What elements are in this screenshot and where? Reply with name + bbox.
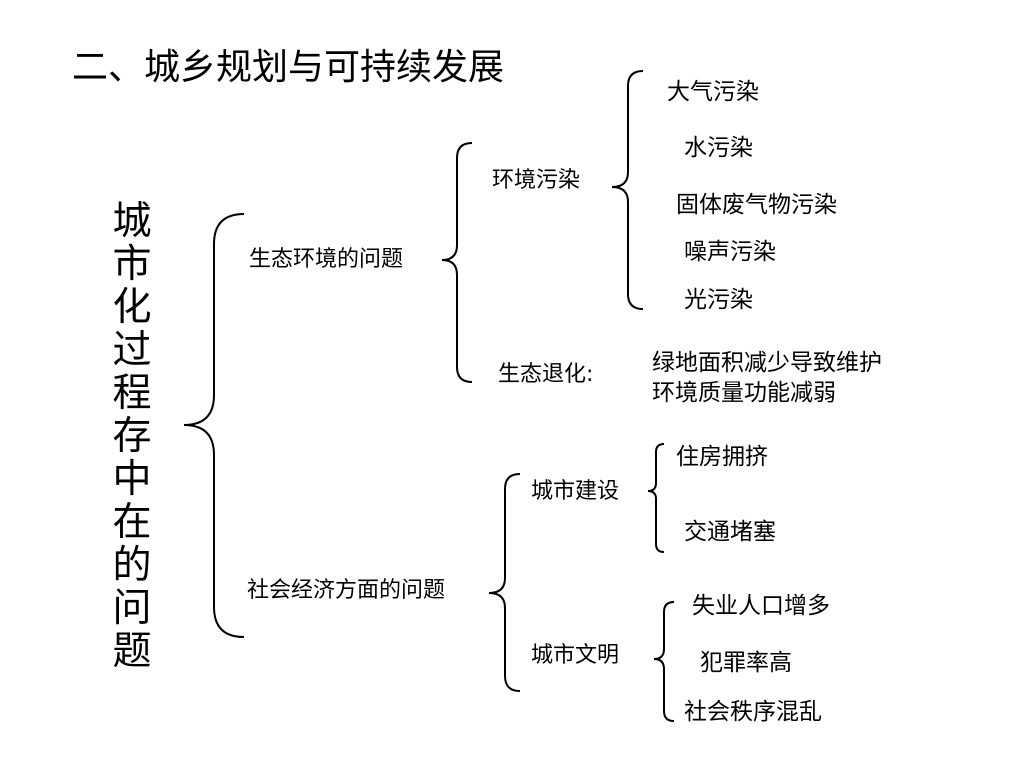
eco-problem-label: 生态环境的问题 [249, 247, 404, 272]
civilization-item: 犯罪率高 [700, 650, 792, 676]
pollution-item: 光污染 [684, 287, 753, 313]
pollution-label: 环境污染 [492, 168, 581, 193]
brace-social [488, 473, 521, 692]
pollution-item: 大气污染 [667, 79, 759, 105]
brace-eco [441, 142, 473, 383]
brace-pollution [611, 70, 644, 310]
brace-root [183, 213, 245, 638]
construction-item: 住房拥挤 [676, 444, 768, 470]
brace-civilization [653, 601, 675, 722]
construction-item: 交通堵塞 [684, 519, 776, 545]
degradation-line: 绿地面积减少导致维护 [652, 350, 882, 376]
civilization-item: 社会秩序混乱 [684, 699, 822, 725]
civilization-item: 失业人口增多 [692, 593, 830, 619]
pollution-item: 噪声污染 [684, 239, 776, 265]
social-problem-label: 社会经济方面的问题 [247, 578, 446, 603]
degradation-line: 环境质量功能减弱 [652, 380, 836, 406]
pollution-item: 水污染 [684, 135, 753, 161]
brace-construction [647, 443, 665, 553]
root-topic-vertical: 城市化过程存中在的问题 [112, 199, 152, 674]
degradation-label: 生态退化: [498, 362, 594, 387]
civilization-label: 城市文明 [531, 643, 620, 668]
construction-label: 城市建设 [531, 479, 620, 504]
pollution-item: 固体废气物污染 [676, 192, 837, 218]
page-title: 二、城乡规划与可持续发展 [72, 47, 505, 88]
